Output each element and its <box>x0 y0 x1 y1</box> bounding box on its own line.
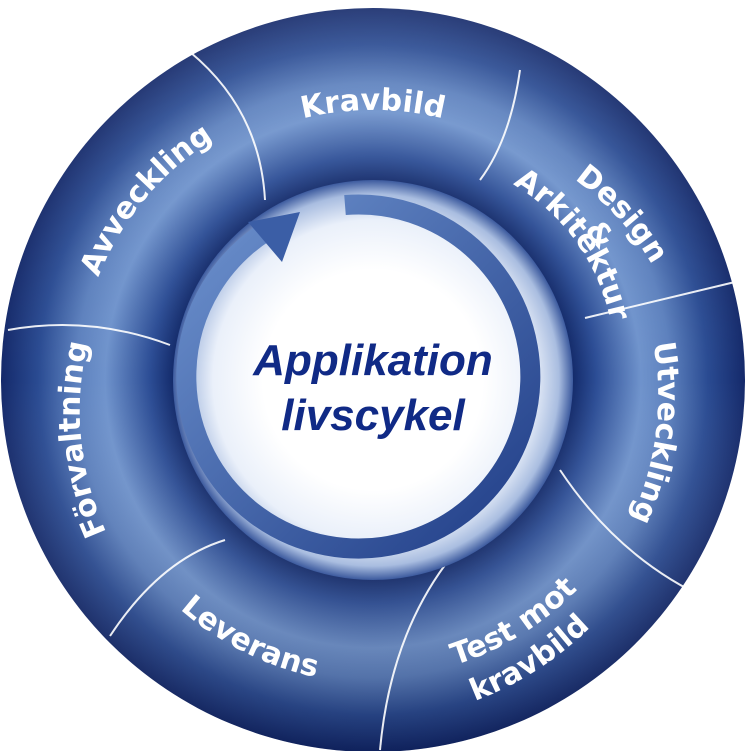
inner-disc <box>173 180 573 580</box>
cycle-arrow-head <box>248 212 300 262</box>
divider-forvaltning-avveckling <box>7 324 171 346</box>
cycle-arrow <box>176 194 541 559</box>
segment-dividers <box>7 51 736 751</box>
divider-avveckling-kravbild <box>189 51 266 201</box>
divider-leverans-forvaltning <box>109 539 226 637</box>
divider-utveckling-test <box>559 469 711 601</box>
divider-kravbild-design <box>479 69 521 181</box>
center-title-line2: livscykel <box>281 391 465 440</box>
center-title-line1: Applikation <box>252 336 493 385</box>
divider-design-utveckling <box>584 281 736 319</box>
divider-test-leverans <box>379 564 446 751</box>
